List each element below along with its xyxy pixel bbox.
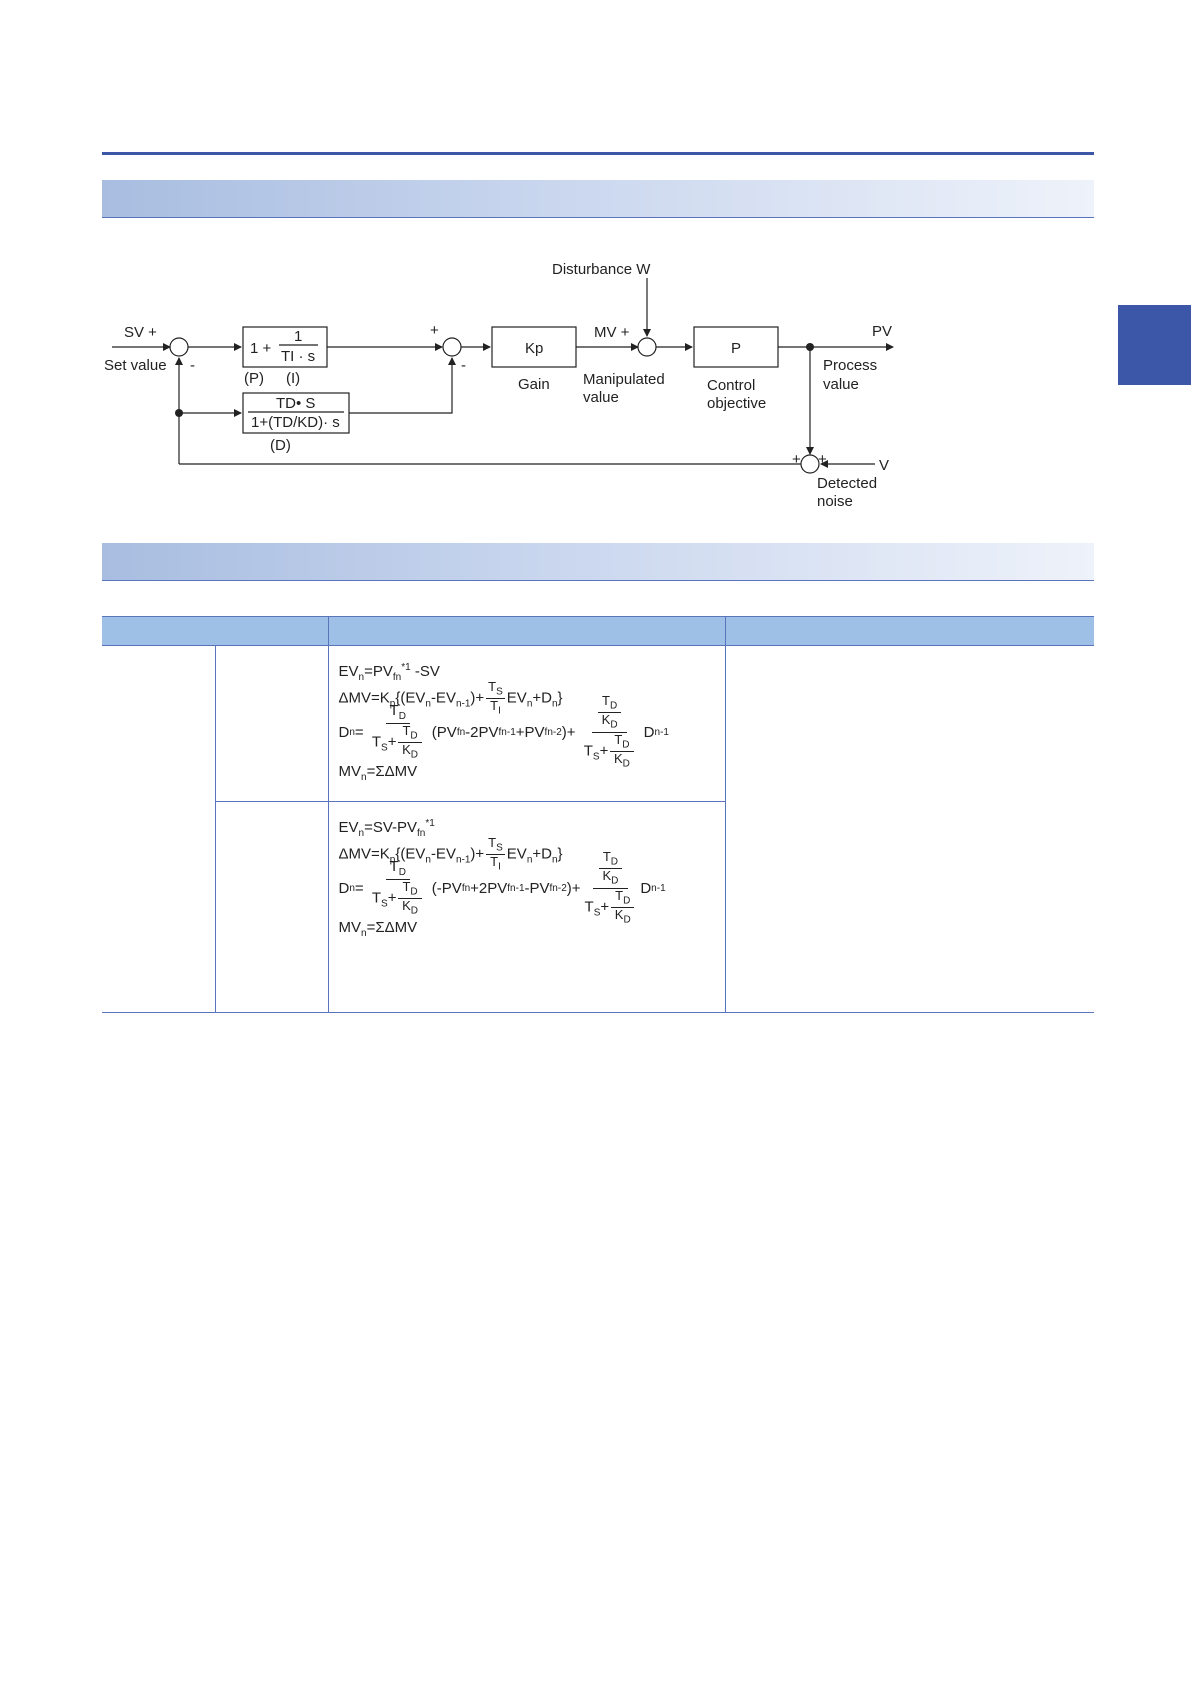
objective-label: objective — [707, 395, 766, 412]
pid-block-diagram: SV + Set value - 1 + 1 TI · s (P) (I) TD… — [104, 261, 894, 510]
operation-type-cell-2 — [214, 801, 328, 1013]
manipulated-label: Manipulated — [583, 371, 665, 388]
derivative-numerator: TD• S — [276, 395, 315, 412]
gain-label: Gain — [518, 376, 550, 393]
plus-sign-3: + — [792, 451, 801, 468]
summing-junction-1 — [169, 337, 189, 357]
mv-label: MV + — [594, 324, 630, 341]
summing-junction-2 — [442, 337, 462, 357]
sv-label: SV + — [124, 324, 157, 341]
header-cell-1 — [102, 616, 329, 646]
plus-sign-2: + — [430, 322, 439, 339]
i-label: (I) — [286, 370, 300, 387]
ev-formula-2: EVn=SV-PVfn*1 — [338, 818, 435, 839]
section-header-band-2 — [102, 543, 1094, 581]
branch-point-2 — [806, 343, 814, 351]
operation-type-cell-1 — [214, 645, 328, 802]
p-label: (P) — [244, 370, 264, 387]
header-cell-3 — [724, 616, 1094, 646]
pi-block-one: 1 + — [250, 340, 272, 357]
process-value-label: value — [823, 376, 859, 393]
process-label: Process — [823, 357, 877, 374]
row-group-cell — [102, 645, 215, 1013]
header-cell-2 — [327, 616, 726, 646]
plus-sign-4: + — [818, 451, 827, 468]
detected-label: Detected — [817, 475, 877, 492]
branch-point-1 — [175, 409, 183, 417]
ev-formula: EVn=PVfn*1 -SV — [338, 662, 440, 683]
kp-label: Kp — [525, 340, 543, 357]
control-label: Control — [707, 377, 755, 394]
noise-label: noise — [817, 493, 853, 510]
minus-sign-1: - — [190, 357, 195, 374]
derivative-denominator: 1+(TD/KD)· s — [251, 414, 340, 431]
pv-label: PV — [872, 323, 892, 340]
mvn-formula: MVn=ΣΔMV — [338, 763, 418, 783]
v-label: V — [879, 457, 889, 474]
mvn-formula-2: MVn=ΣΔMV — [338, 919, 418, 939]
summing-junction-3 — [637, 337, 657, 357]
set-value-label: Set value — [104, 357, 167, 374]
chapter-side-tab — [1118, 305, 1191, 385]
disturbance-label: Disturbance W — [552, 261, 651, 278]
manipulated-value-label: value — [583, 389, 619, 406]
summing-junction-4 — [800, 454, 820, 474]
description-cell — [724, 645, 1094, 1013]
d-label: (D) — [270, 437, 291, 454]
section-header-band-1 — [102, 180, 1094, 218]
top-rule — [102, 152, 1094, 155]
process-block-label: P — [731, 340, 741, 357]
pi-block-denominator: TI · s — [281, 348, 315, 365]
minus-sign-2: - — [461, 357, 466, 374]
pi-block-numerator: 1 — [294, 328, 302, 345]
